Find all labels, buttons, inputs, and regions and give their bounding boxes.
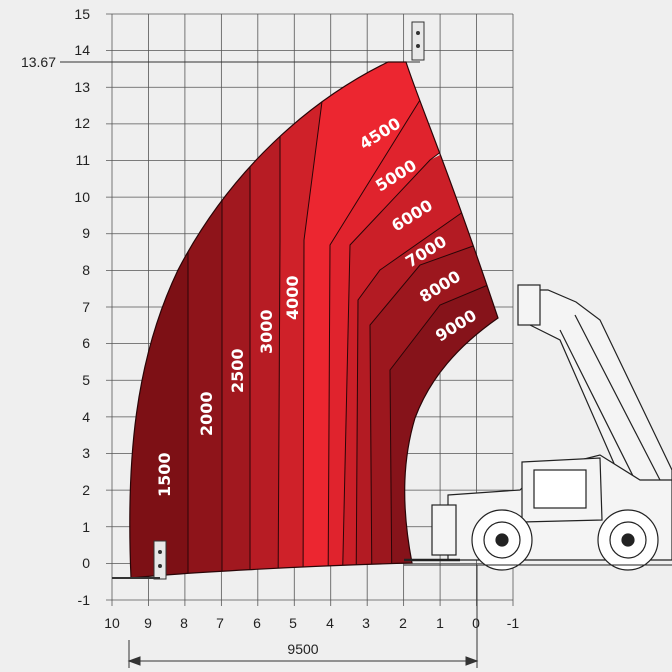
fork-top-icon bbox=[411, 21, 425, 61]
y-tick-label: 13 bbox=[74, 79, 90, 95]
x-tick-label: -1 bbox=[507, 615, 520, 631]
zone-label-2000: 2000 bbox=[197, 391, 216, 436]
fork-bottom-icon bbox=[112, 540, 167, 580]
y-tick-label: -1 bbox=[78, 592, 91, 608]
max-height-marker: 13.67 bbox=[21, 54, 420, 70]
load-envelope bbox=[129, 61, 499, 579]
zone-7000 bbox=[356, 200, 490, 578]
x-tick-label: 5 bbox=[289, 615, 297, 631]
x-tick-label: 4 bbox=[326, 615, 334, 631]
telehandler-machine-icon bbox=[404, 284, 672, 571]
y-tick-label: 3 bbox=[82, 445, 90, 461]
x-tick-label: 3 bbox=[362, 615, 370, 631]
y-tick-label: 10 bbox=[74, 189, 90, 205]
zone-3000 bbox=[250, 62, 280, 578]
zone-8000 bbox=[370, 240, 498, 578]
x-tick-label: 8 bbox=[180, 615, 188, 631]
y-tick-labels: 15 14 13 12 11 10 9 8 7 6 5 4 3 2 1 0 -1 bbox=[74, 6, 90, 608]
x-tick-label: 2 bbox=[399, 615, 407, 631]
y-tick-label: 12 bbox=[74, 115, 90, 131]
y-tick-label: 15 bbox=[74, 6, 90, 22]
x-tick-label: 9 bbox=[144, 615, 152, 631]
y-tick-label: 0 bbox=[82, 555, 90, 571]
y-tick-label: 1 bbox=[82, 519, 90, 535]
zone-6000 bbox=[342, 140, 480, 578]
reach-dimension-label: 9500 bbox=[287, 641, 318, 657]
zone-label-4000: 4000 bbox=[283, 275, 302, 320]
x-tick-label: 0 bbox=[472, 615, 480, 631]
x-tick-label: 10 bbox=[104, 615, 120, 631]
y-tick-label: 6 bbox=[82, 335, 90, 351]
zone-4500 bbox=[303, 62, 420, 578]
reach-dimension bbox=[127, 565, 479, 668]
y-tick-label: 8 bbox=[82, 262, 90, 278]
max-height-label: 13.67 bbox=[21, 54, 56, 70]
zone-5000 bbox=[328, 100, 470, 578]
zone-label-1500: 1500 bbox=[155, 452, 174, 497]
y-tick-label: 14 bbox=[74, 42, 90, 58]
y-tick-label: 11 bbox=[75, 152, 90, 168]
y-tick-label: 2 bbox=[82, 482, 90, 498]
x-tick-label: 6 bbox=[253, 615, 261, 631]
y-tick-label: 4 bbox=[82, 409, 90, 425]
y-tick-label: 9 bbox=[82, 225, 90, 241]
x-tick-label: 7 bbox=[216, 615, 224, 631]
y-tick-label: 5 bbox=[82, 372, 90, 388]
y-tick-label: 7 bbox=[82, 299, 90, 315]
x-tick-labels: 10 9 8 7 6 5 4 3 2 1 0 -1 bbox=[104, 615, 519, 631]
zone-label-3000: 3000 bbox=[257, 309, 276, 354]
x-tick-label: 1 bbox=[436, 615, 444, 631]
zone-label-2500: 2500 bbox=[228, 348, 247, 393]
zone-4000 bbox=[278, 62, 330, 578]
